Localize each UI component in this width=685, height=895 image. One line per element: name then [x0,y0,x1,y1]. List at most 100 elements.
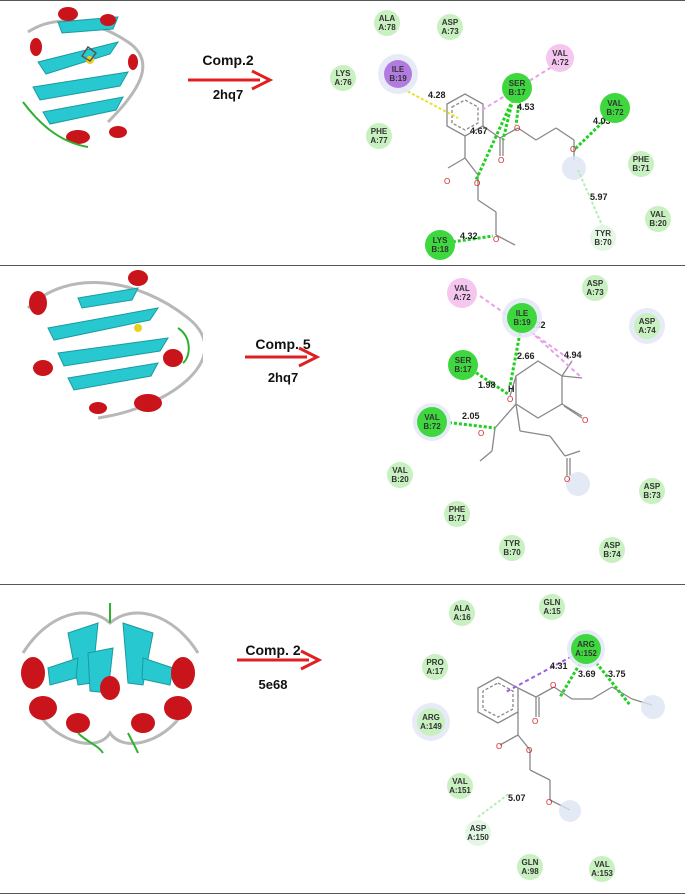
svg-text:VAL: VAL [650,210,666,219]
distance-label: 3.75 [608,669,626,679]
svg-text:O: O [564,475,570,484]
svg-text:VAL: VAL [424,413,440,422]
svg-text:PHE: PHE [371,127,388,136]
svg-text:B:72: B:72 [606,108,624,117]
svg-text:A:152: A:152 [575,649,597,658]
distance-label: 4.28 [428,90,446,100]
svg-text:O: O [493,235,499,244]
arrow-right-icon [245,346,320,368]
pdb-id-label: 2hq7 [267,370,299,385]
distance-label: 4.31 [550,661,568,671]
distance-label: 4.67 [470,126,488,136]
svg-text:ASP: ASP [644,482,661,491]
svg-text:B:71: B:71 [448,514,466,523]
svg-text:A:77: A:77 [370,136,388,145]
svg-text:A:15: A:15 [543,607,561,616]
svg-text:O: O [498,156,504,165]
svg-text:B:70: B:70 [503,548,521,557]
svg-text:A:72: A:72 [453,293,471,302]
svg-text:O: O [570,145,576,154]
svg-text:LYS: LYS [433,236,448,245]
svg-text:VAL: VAL [607,99,623,108]
svg-text:A:150: A:150 [467,833,489,842]
compound-label: Comp. 5 [255,336,311,352]
distance-label: 4.94 [564,350,582,360]
svg-text:GLN: GLN [522,858,539,867]
distance-label: 4.32 [460,231,478,241]
svg-text:LYS: LYS [336,69,351,78]
protein-structure-image [21,603,200,754]
panel-divider-2 [0,584,685,585]
svg-text:B:74: B:74 [603,550,621,559]
protein-structure-image [22,7,145,148]
svg-text:GLN: GLN [544,598,561,607]
svg-text:A:73: A:73 [441,27,459,36]
svg-text:A:76: A:76 [334,78,352,87]
distance-label: 5.07 [508,793,526,803]
svg-text:B:70: B:70 [594,238,612,247]
distance-label: 1.98 [478,380,496,390]
svg-text:A:98: A:98 [521,867,539,876]
svg-text:TYR: TYR [595,229,611,238]
svg-text:ASP: ASP [442,18,459,27]
arrow-right-icon [188,69,273,91]
svg-text:O: O [532,717,538,726]
svg-text:O: O [496,742,502,751]
svg-text:ILE: ILE [516,309,529,318]
interaction-diagram: OO OO H 5.32 2.66 4.94 1.98 2.05 VALA:72… [387,275,665,563]
svg-text:A:17: A:17 [426,667,444,676]
svg-text:VAL: VAL [452,777,468,786]
svg-text:VAL: VAL [392,466,408,475]
svg-text:ASP: ASP [604,541,621,550]
svg-text:B:19: B:19 [389,74,407,83]
bottom-divider [0,893,685,894]
compound-label: Comp. 2 [245,642,301,658]
svg-text:VAL: VAL [454,284,470,293]
svg-text:PHE: PHE [449,505,466,514]
svg-text:A:153: A:153 [591,869,613,878]
svg-text:O: O [546,798,552,807]
svg-text:O: O [526,746,532,755]
svg-text:SER: SER [509,79,526,88]
pdb-id-label: 2hq7 [212,87,244,102]
svg-text:VAL: VAL [552,49,568,58]
svg-text:O: O [582,416,588,425]
svg-text:ALA: ALA [379,14,396,23]
svg-text:PRO: PRO [426,658,443,667]
svg-text:ARG: ARG [577,640,595,649]
svg-text:B:17: B:17 [508,88,526,97]
svg-text:O: O [550,681,556,690]
distance-label: 4.53 [517,102,535,112]
distance-label: 2.66 [517,351,535,361]
svg-text:ILE: ILE [392,65,405,74]
distance-label: 5.97 [590,192,608,202]
svg-text:B:71: B:71 [632,164,650,173]
distance-label: 4.03 [593,116,611,126]
svg-text:ALA: ALA [454,604,471,613]
svg-text:B:18: B:18 [431,245,449,254]
